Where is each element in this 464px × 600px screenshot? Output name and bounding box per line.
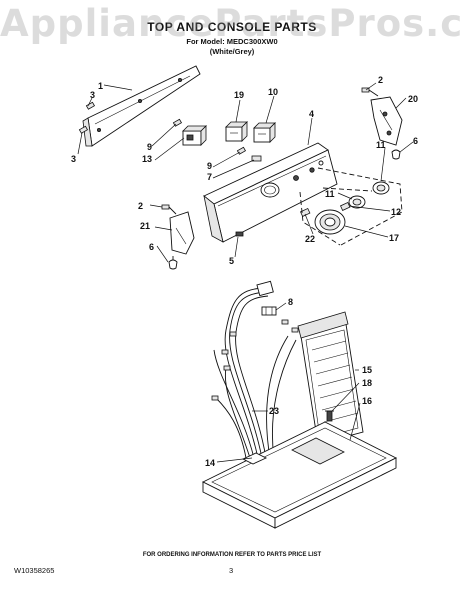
wire-harness <box>211 280 299 459</box>
switch-10 <box>253 122 276 143</box>
screw-18 <box>325 410 334 422</box>
model-line: For Model: MEDC300XW0 <box>186 37 278 46</box>
callout-10: 10 <box>268 87 278 97</box>
callout-11a: 11 <box>376 140 386 150</box>
callout-14: 14 <box>205 458 215 468</box>
dryer-top-panel <box>201 421 398 529</box>
callout-16: 16 <box>362 396 372 406</box>
callout-6b: 6 <box>149 242 154 252</box>
color-line: (White/Grey) <box>209 47 255 56</box>
right-end-cap-bracket <box>361 87 403 146</box>
callout-20: 20 <box>408 94 418 104</box>
switch-19 <box>225 121 248 142</box>
callout-23: 23 <box>269 406 279 416</box>
knob-shaft-12 <box>339 201 351 211</box>
callout-19: 19 <box>234 90 244 100</box>
callout-9b: 9 <box>207 161 212 171</box>
callout-11b: 11 <box>325 189 335 199</box>
control-panel-bracket <box>82 65 201 147</box>
callout-15: 15 <box>362 365 372 375</box>
knob-small-11b <box>348 195 366 209</box>
callout-8: 8 <box>288 297 293 307</box>
knob-dial-22 <box>299 207 311 217</box>
connector-8 <box>261 306 277 316</box>
screw-7-9 <box>236 146 262 162</box>
knob-dashed-paths <box>299 167 403 246</box>
callout-3b: 3 <box>71 154 76 164</box>
page-title: TOP AND CONSOLE PARTS <box>147 20 317 34</box>
document-number: W10358265 <box>14 566 55 575</box>
leader-lines <box>77 82 414 463</box>
screw-5 <box>235 231 244 237</box>
callout-22: 22 <box>305 234 315 244</box>
callout-18: 18 <box>362 378 372 388</box>
callout-1: 1 <box>98 81 103 91</box>
callout-21: 21 <box>140 221 150 231</box>
callout-13: 13 <box>142 154 152 164</box>
console <box>203 142 338 243</box>
timer-knob-17 <box>314 209 346 235</box>
callout-numbers: 1 3 3 2 20 6 19 10 4 9 13 9 7 11 11 12 2… <box>71 75 418 468</box>
screw-pair-left <box>78 101 96 134</box>
knob-small-11a <box>372 181 390 195</box>
callout-7: 7 <box>207 172 212 182</box>
clip-right <box>391 149 401 160</box>
callout-2a: 2 <box>378 75 383 85</box>
callout-5: 5 <box>229 256 234 266</box>
callout-9a: 9 <box>147 142 152 152</box>
callout-12: 12 <box>391 207 401 217</box>
callout-6a: 6 <box>413 136 418 146</box>
timer-assembly <box>172 118 207 146</box>
left-end-cap <box>161 204 195 270</box>
callout-3a: 3 <box>90 90 95 100</box>
page-number: 3 <box>229 566 234 575</box>
ordering-note: FOR ORDERING INFORMATION REFER TO PARTS … <box>142 552 322 558</box>
callout-2b: 2 <box>138 201 143 211</box>
callout-4: 4 <box>309 109 314 119</box>
callout-17: 17 <box>389 233 399 243</box>
lint-screen <box>297 311 364 445</box>
